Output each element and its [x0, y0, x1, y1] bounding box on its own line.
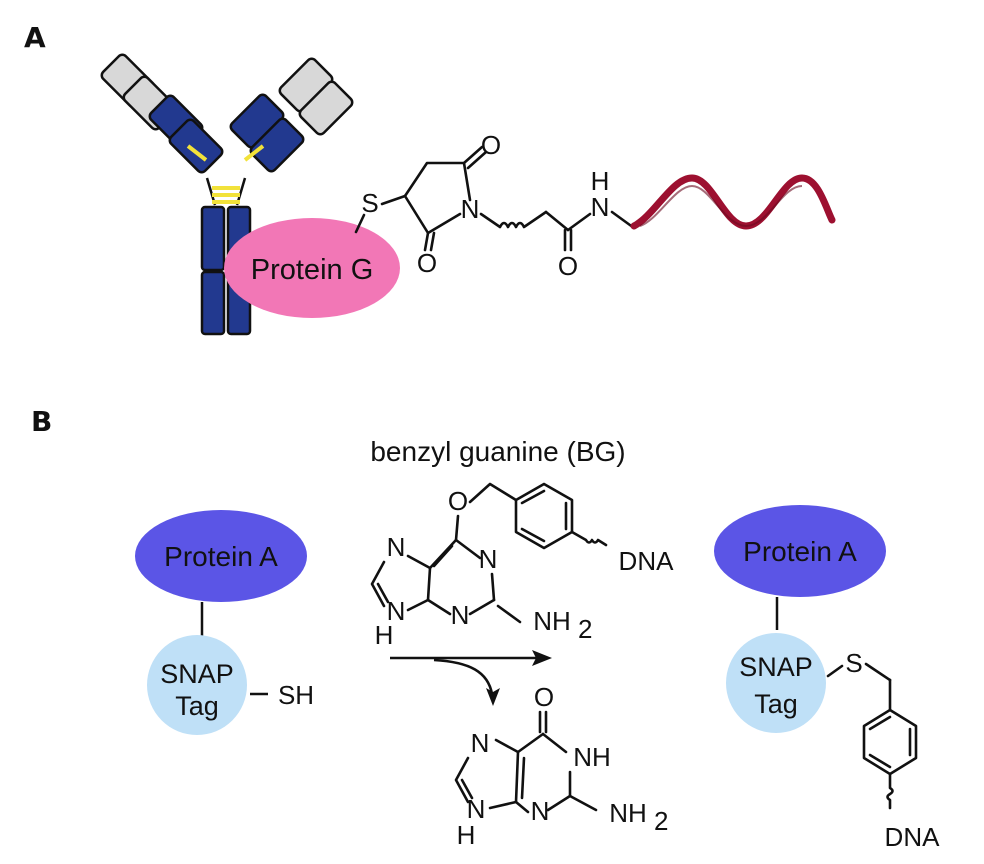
amide-n-atom: N	[591, 192, 610, 222]
maleimide-linker: S N O O O N H	[354, 130, 636, 281]
gua-n9-atom: N	[467, 794, 486, 824]
protein-a-right-label: Protein A	[743, 536, 857, 567]
dna-helix-icon	[630, 174, 836, 230]
imide-n-atom: N	[461, 194, 480, 224]
amide-h-atom: H	[591, 166, 610, 196]
bg-o-atom: O	[448, 486, 468, 516]
gua-h-atom: H	[457, 820, 476, 850]
amide-o-atom: O	[558, 251, 578, 281]
gua-sub2: 2	[654, 806, 668, 836]
snap-tag-left-line1: SNAP	[160, 659, 234, 689]
right-dna-label: DNA	[885, 822, 941, 852]
bg-n3-atom: N	[451, 600, 470, 630]
bg-n7-atom: N	[387, 532, 406, 562]
bg-h-atom: H	[375, 620, 394, 650]
guanine-product-structure: O NH NH 2 N N N H	[454, 682, 668, 850]
bg-n1-atom: N	[479, 544, 498, 574]
carbonyl-o-bottom: O	[417, 248, 437, 278]
snap-tag-right-line2: Tag	[754, 689, 798, 719]
bg-sub2: 2	[578, 614, 592, 644]
thiol-label: SH	[278, 680, 314, 710]
protein-a-right-ellipse	[714, 505, 886, 597]
gua-nh2-label: NH	[609, 798, 647, 828]
benzyl-guanine-structure: O DNA N NH 2 N N N H	[370, 482, 675, 650]
bg-n9-atom: N	[387, 596, 406, 626]
bg-nh-label: NH	[533, 606, 571, 636]
snap-tag-right-line1: SNAP	[739, 652, 813, 682]
gua-n7-atom: N	[471, 728, 490, 758]
snap-tag-left-circle	[147, 635, 247, 735]
protein-g-label: Protein G	[251, 254, 374, 286]
snap-tag-right-circle	[726, 633, 826, 733]
protein-a-left-label: Protein A	[164, 541, 278, 572]
protein-g-ellipse	[224, 218, 400, 318]
protein-a-left-ellipse	[135, 510, 307, 602]
gua-o-atom: O	[534, 682, 554, 712]
gua-nh-top: NH	[573, 742, 611, 772]
benzyl-dna-conjugate: S DNA	[826, 648, 941, 852]
sulfur-atom: S	[361, 188, 378, 218]
panel-a-label: A	[24, 21, 46, 54]
gua-n3-atom: N	[531, 796, 550, 826]
bg-title: benzyl guanine (BG)	[370, 436, 625, 467]
snap-tag-left-line2: Tag	[175, 691, 219, 721]
bg-dna-label: DNA	[619, 546, 675, 576]
reaction-arrow	[390, 650, 552, 706]
panel-b-label: B	[31, 405, 52, 438]
right-s-atom: S	[845, 648, 862, 678]
carbonyl-o-top: O	[481, 130, 501, 160]
